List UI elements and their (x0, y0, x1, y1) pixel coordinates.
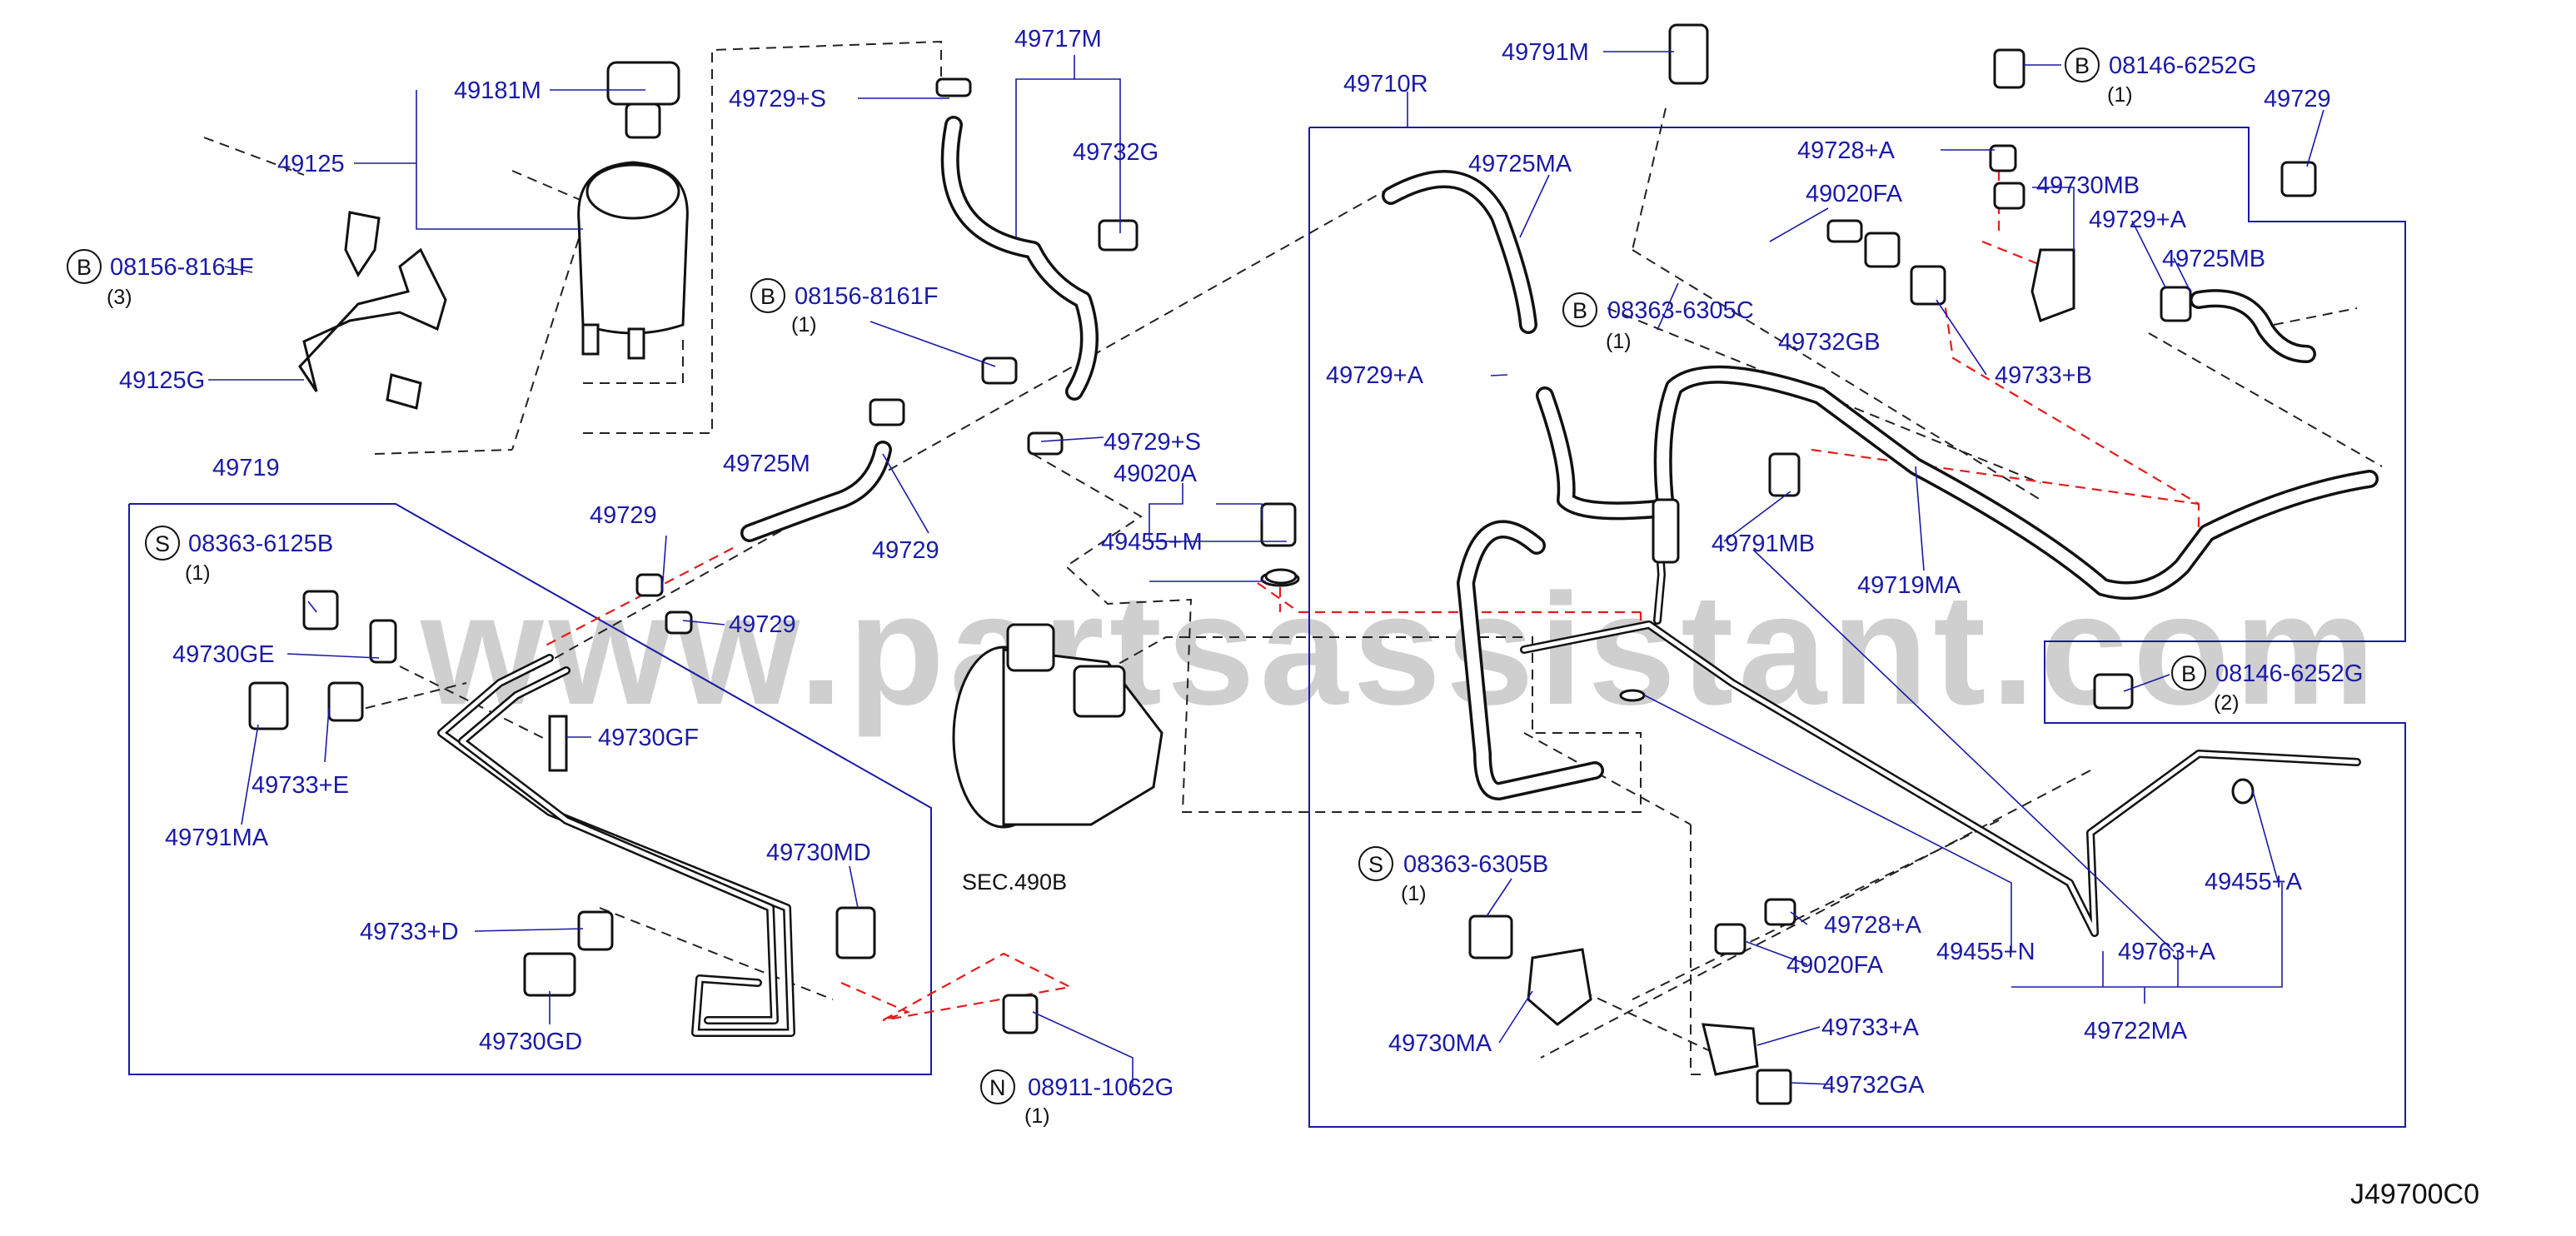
label-49729-c: 49729 (729, 611, 796, 638)
label-49125: 49125 (277, 151, 345, 177)
label-49730mb: 49730MB (2036, 172, 2140, 199)
label-49729-a: 49729 (590, 502, 657, 529)
label-sec-490b: SEC.490B (962, 870, 1067, 895)
label-49455n: 49455+N (1936, 939, 2035, 965)
svg-text:S: S (155, 531, 170, 556)
label-49730ma: 49730MA (1388, 1030, 1492, 1057)
part-labels: 49181M 49125 08156-8161F (3) 49125G 4972… (107, 26, 2479, 1210)
qty-08156-8161f-a: (3) (107, 286, 132, 309)
label-49729-b: 49729 (872, 537, 939, 564)
label-08363-6125b: 08363-6125B (188, 531, 333, 557)
qty-08146-6252g-b: (2) (2214, 691, 2240, 715)
svg-text:B: B (77, 255, 92, 280)
label-49763a: 49763+A (2118, 939, 2216, 965)
label-49719ma: 49719MA (1857, 572, 1961, 599)
label-08146-6252g-a: 08146-6252G (2109, 52, 2256, 79)
badge-b-08363-6305c: B (1562, 292, 1597, 327)
svg-text:S: S (1368, 852, 1383, 877)
svg-text:B: B (1572, 298, 1587, 323)
label-49733a: 49733+A (1821, 1014, 1920, 1041)
label-08911-1062g: 08911-1062G (1028, 1074, 1173, 1101)
svg-text:B: B (2181, 661, 2196, 686)
dashed-guide-lines (203, 40, 2383, 1075)
qty-08156-8161f-b: (1) (791, 313, 817, 336)
small-fittings (248, 23, 2317, 1105)
label-49729s-a: 49729+S (729, 86, 826, 112)
label-49729-d: 49729 (2264, 86, 2331, 112)
label-49733e: 49733+E (252, 772, 349, 799)
label-49729s-b: 49729+S (1104, 429, 1201, 456)
reservoir-tank (577, 61, 689, 360)
badge-b-08146-right: B (2171, 655, 2206, 690)
qty-08363-6125b: (1) (185, 561, 211, 585)
pressure-hose-assembly (1382, 170, 2379, 937)
label-49125g: 49125G (119, 367, 205, 394)
return-hose-49725mb (2190, 289, 2316, 363)
badge-b-08156-mid: B (750, 278, 785, 313)
watermark: www.partsassistant.com (420, 561, 2380, 738)
qty-08911-1062g: (1) (1024, 1104, 1050, 1128)
reservoir-bracket (298, 211, 447, 410)
label-49733b: 49733+B (1995, 362, 2092, 389)
label-49020fa-b: 49020FA (1786, 952, 1884, 979)
power-steering-pump (952, 623, 1163, 829)
leader-lines (208, 51, 2324, 1087)
group-box-49719 (128, 503, 932, 1075)
diagram-reference-code: J49700C0 (2350, 1179, 2479, 1210)
label-49729a-b: 49729+A (1326, 362, 1424, 389)
hose-49725m (740, 441, 892, 542)
label-49719: 49719 (212, 455, 280, 481)
label-49020fa-a: 49020FA (1806, 181, 1903, 207)
qty-08146-6252g-a: (1) (2107, 83, 2133, 107)
label-49730ge: 49730GE (172, 641, 275, 668)
label-49710r: 49710R (1343, 71, 1428, 97)
label-49732ga: 49732GA (1822, 1072, 1925, 1099)
svg-text:B: B (2075, 53, 2090, 78)
label-49725mb: 49725MB (2162, 246, 2265, 272)
label-49722ma: 49722MA (2084, 1018, 2188, 1044)
label-49730gf: 49730GF (598, 725, 699, 751)
label-49730md: 49730MD (766, 840, 871, 866)
label-08363-6305c: 08363-6305C (1607, 297, 1754, 324)
label-49020a: 49020A (1114, 461, 1198, 487)
group-box-49710r (1308, 127, 2406, 1128)
label-49729a-a: 49729+A (2089, 207, 2187, 233)
label-49791mb: 49791MB (1712, 531, 1815, 557)
label-49725ma: 49725MA (1468, 151, 1572, 177)
label-08146-6252g-b: 08146-6252G (2215, 660, 2363, 687)
label-49717m: 49717M (1014, 26, 1102, 52)
label-49730gd: 49730GD (479, 1029, 582, 1055)
label-08156-8161f-a: 08156-8161F (110, 254, 254, 281)
label-08363-6305b: 08363-6305B (1403, 851, 1548, 878)
badge-b-08156-left: B (67, 249, 102, 284)
pipe-assembly-49719 (437, 654, 795, 1037)
svg-text:B: B (760, 284, 775, 309)
qty-08363-6305c: (1) (1606, 330, 1632, 353)
badge-s-08363-6125b: S (145, 526, 180, 561)
label-49728a-b: 49728+A (1824, 912, 1922, 939)
label-49791m: 49791M (1502, 39, 1589, 66)
label-08156-8161f-b: 08156-8161F (795, 283, 939, 310)
badge-n-08911: N (980, 1069, 1015, 1104)
suction-hose-49717m (940, 116, 1099, 401)
label-49181m: 49181M (454, 77, 541, 104)
label-49733d: 49733+D (360, 919, 459, 945)
qty-08363-6305b: (1) (1401, 882, 1427, 905)
badge-b-08146-top: B (2065, 47, 2100, 82)
label-49725m: 49725M (723, 451, 810, 477)
label-49728a-a: 49728+A (1797, 137, 1896, 164)
label-49732gb: 49732GB (1778, 329, 1881, 356)
svg-text:N: N (989, 1075, 1006, 1100)
badge-s-08363-6305b: S (1358, 846, 1393, 881)
label-49791ma: 49791MA (165, 825, 269, 851)
label-49455a: 49455+A (2205, 869, 2303, 895)
label-49455m: 49455+M (1101, 529, 1203, 556)
label-49732g: 49732G (1073, 139, 1158, 166)
